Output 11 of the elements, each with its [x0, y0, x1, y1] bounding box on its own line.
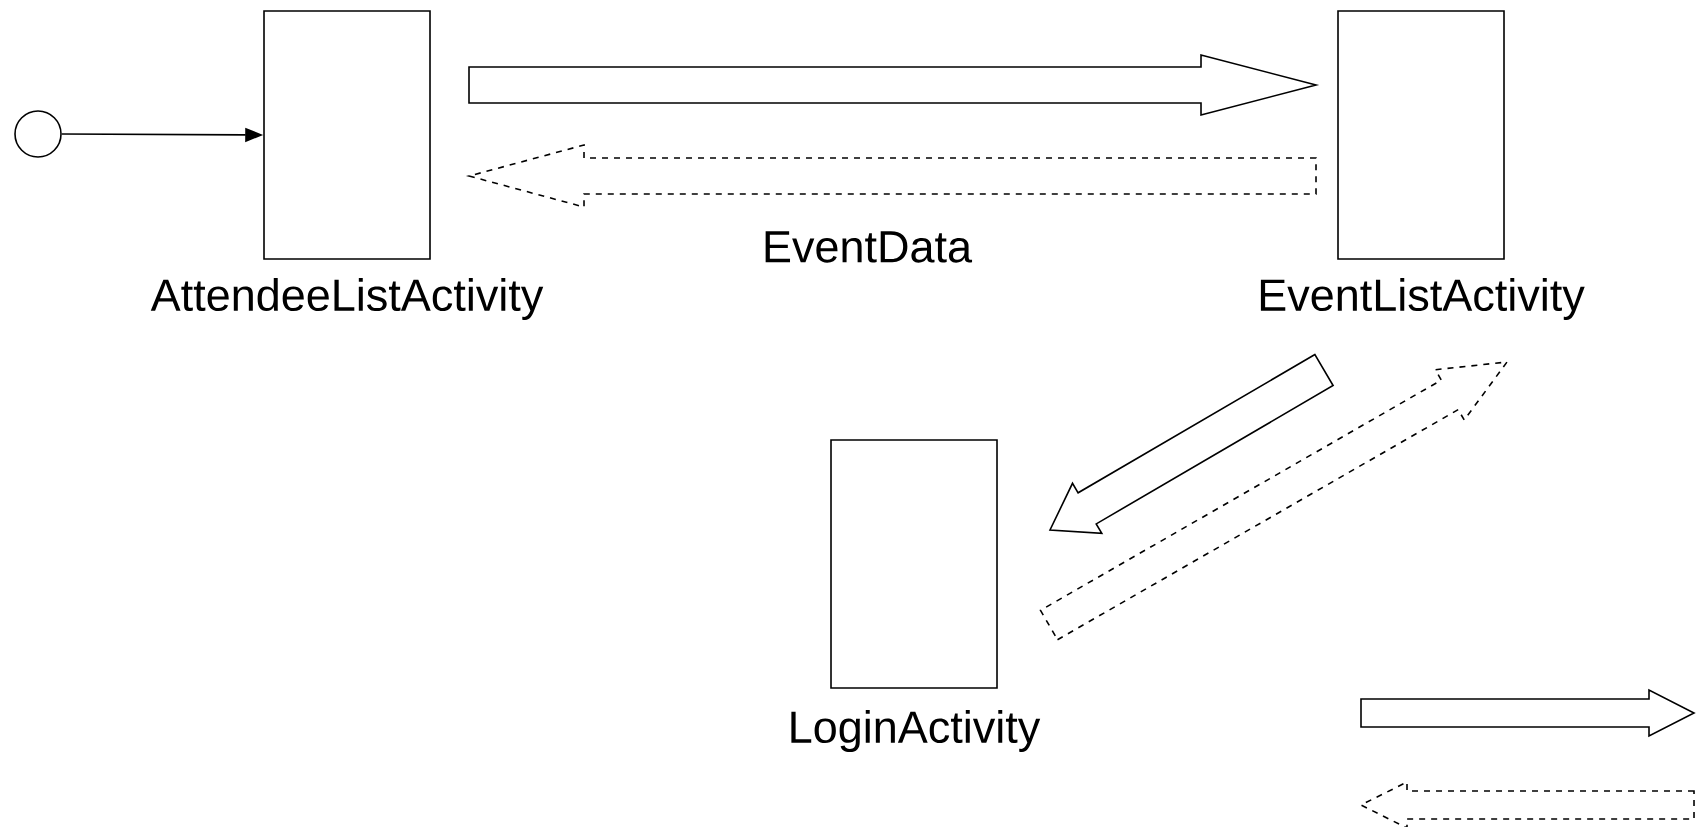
block-arrow	[468, 53, 1320, 117]
activity-box: LoginActivity	[791, 439, 1041, 752]
start-circle	[14, 110, 62, 158]
node-label: AttendeeListActivity	[150, 278, 544, 320]
activity-box: EventListActivity	[1260, 10, 1585, 320]
block-arrow	[465, 143, 1317, 209]
activity-box: AttendeeListActivity	[150, 10, 544, 320]
block-arrow	[1039, 361, 1509, 641]
node-label: LoginActivity	[791, 710, 1041, 752]
edge-label: EventData	[759, 229, 975, 265]
node-label: EventListActivity	[1260, 278, 1585, 320]
